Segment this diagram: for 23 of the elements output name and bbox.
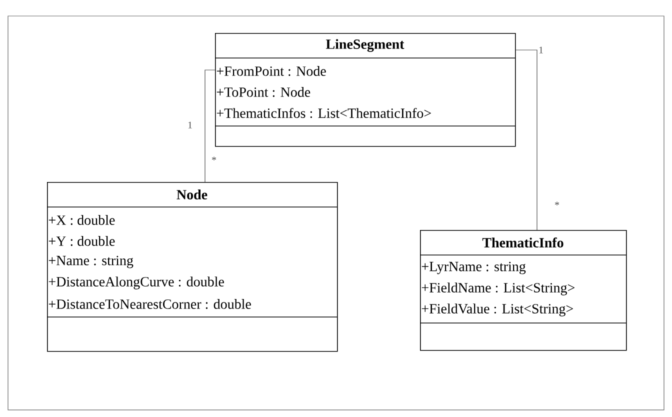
- attribute-text: +Y : double: [48, 236, 115, 246]
- class-box: [46, 182, 338, 352]
- class-name: Node: [176, 190, 208, 200]
- attribute-text: +ToPoint : Node: [216, 87, 310, 97]
- association-line: [516, 50, 538, 230]
- multiplicity-label: 1: [188, 122, 192, 128]
- multiplicity-label: 1: [539, 46, 543, 54]
- class-box: [214, 33, 516, 147]
- multiplicity-label: *: [554, 202, 560, 206]
- attribute-text: +DistanceToNearestCorner : double: [48, 299, 251, 309]
- attribute-text: +FieldValue : List<String>: [422, 304, 573, 316]
- attribute-text: +FieldName : List<String>: [422, 282, 574, 296]
- class-box: [420, 230, 627, 351]
- attribute-text: +Name : string: [48, 256, 134, 268]
- attribute-text: +FromPoint : Node: [216, 66, 326, 76]
- association-line: [204, 70, 216, 182]
- attribute-text: +LyrName : string: [422, 262, 526, 274]
- attribute-text: +ThematicInfos : List<ThematicInfo>: [216, 108, 431, 118]
- multiplicity-label: *: [212, 156, 216, 160]
- attribute-text: +DistanceAlongCurve : double: [48, 276, 224, 290]
- class-name: ThematicInfo: [482, 237, 564, 248]
- class-name: LineSegment: [326, 39, 404, 52]
- attribute-text: +X : double: [48, 215, 115, 225]
